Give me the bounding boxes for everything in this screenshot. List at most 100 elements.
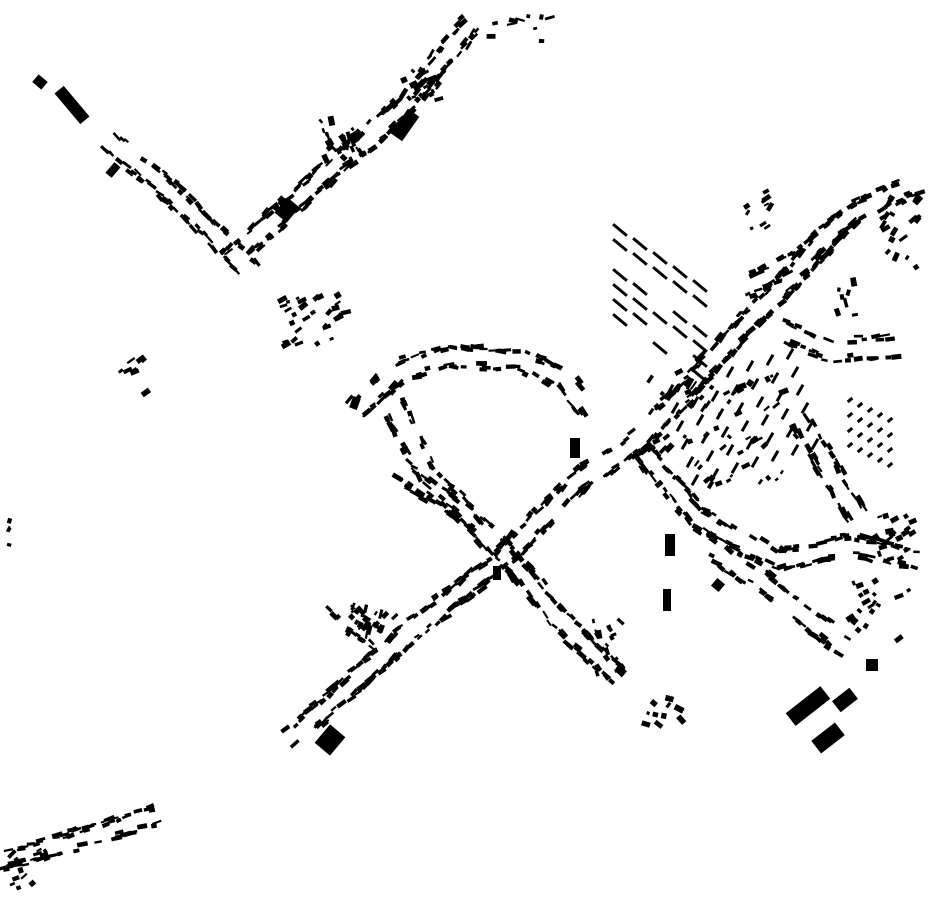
building xyxy=(846,426,854,434)
building xyxy=(856,446,864,454)
building xyxy=(403,644,411,651)
building xyxy=(338,162,349,171)
building xyxy=(437,493,447,502)
building xyxy=(344,394,354,405)
building xyxy=(410,467,417,474)
building xyxy=(579,458,590,468)
building xyxy=(356,130,366,141)
building xyxy=(533,528,541,536)
building xyxy=(57,852,64,857)
building xyxy=(712,558,720,565)
building xyxy=(232,237,242,246)
building xyxy=(323,181,334,190)
building xyxy=(436,471,444,479)
building xyxy=(591,618,596,624)
building xyxy=(445,502,453,509)
building xyxy=(608,634,615,641)
building xyxy=(139,156,148,164)
building xyxy=(539,524,548,533)
building xyxy=(633,454,644,466)
building xyxy=(11,875,20,882)
building xyxy=(856,534,867,541)
building xyxy=(458,489,467,497)
building xyxy=(220,245,230,256)
building xyxy=(717,408,724,416)
building xyxy=(827,213,838,223)
building xyxy=(903,525,912,533)
building xyxy=(367,147,375,154)
building xyxy=(912,215,922,225)
building xyxy=(237,243,246,251)
building xyxy=(815,352,824,359)
large-building xyxy=(349,395,361,411)
building xyxy=(459,36,469,47)
building xyxy=(584,629,592,637)
building xyxy=(790,325,798,330)
building xyxy=(751,435,759,443)
building xyxy=(332,679,340,687)
building xyxy=(460,343,467,350)
building xyxy=(729,474,734,478)
building xyxy=(140,387,152,398)
building xyxy=(770,372,780,384)
building xyxy=(708,364,719,375)
building xyxy=(172,178,180,186)
building xyxy=(398,354,407,360)
building xyxy=(809,332,817,339)
building xyxy=(714,480,723,487)
building xyxy=(758,587,768,595)
building xyxy=(546,619,552,627)
building xyxy=(913,550,920,554)
building xyxy=(814,253,823,262)
large-building xyxy=(274,197,300,223)
building xyxy=(440,38,447,45)
building xyxy=(602,653,611,662)
building xyxy=(792,615,801,624)
building xyxy=(210,218,218,226)
building xyxy=(891,544,901,551)
building xyxy=(824,484,834,494)
building xyxy=(345,131,352,141)
building xyxy=(683,374,690,381)
building xyxy=(345,627,354,638)
building xyxy=(477,578,488,589)
building xyxy=(325,604,333,613)
building xyxy=(112,132,122,142)
building xyxy=(543,492,553,501)
building xyxy=(188,223,199,235)
building xyxy=(700,403,708,413)
building xyxy=(850,616,859,626)
building xyxy=(7,849,17,859)
building xyxy=(155,193,164,203)
building xyxy=(321,177,332,187)
building xyxy=(321,691,329,697)
building xyxy=(912,194,920,204)
building xyxy=(749,226,754,231)
building xyxy=(861,337,868,342)
building xyxy=(545,376,555,385)
building xyxy=(846,200,858,210)
building xyxy=(672,265,688,279)
building xyxy=(632,282,648,296)
building xyxy=(347,613,356,621)
building xyxy=(453,19,463,29)
building xyxy=(669,493,675,500)
building xyxy=(647,469,655,477)
building xyxy=(505,529,516,541)
building xyxy=(361,407,372,418)
building xyxy=(684,398,691,404)
building xyxy=(388,634,396,643)
building xyxy=(817,614,828,623)
building xyxy=(569,490,580,501)
building xyxy=(816,470,824,479)
building xyxy=(884,527,895,535)
building xyxy=(223,247,234,256)
building xyxy=(726,434,733,440)
building xyxy=(765,474,772,482)
building xyxy=(856,607,863,614)
building xyxy=(430,88,436,94)
building xyxy=(283,306,293,313)
building xyxy=(81,824,90,831)
building xyxy=(692,279,708,293)
building xyxy=(346,665,356,673)
